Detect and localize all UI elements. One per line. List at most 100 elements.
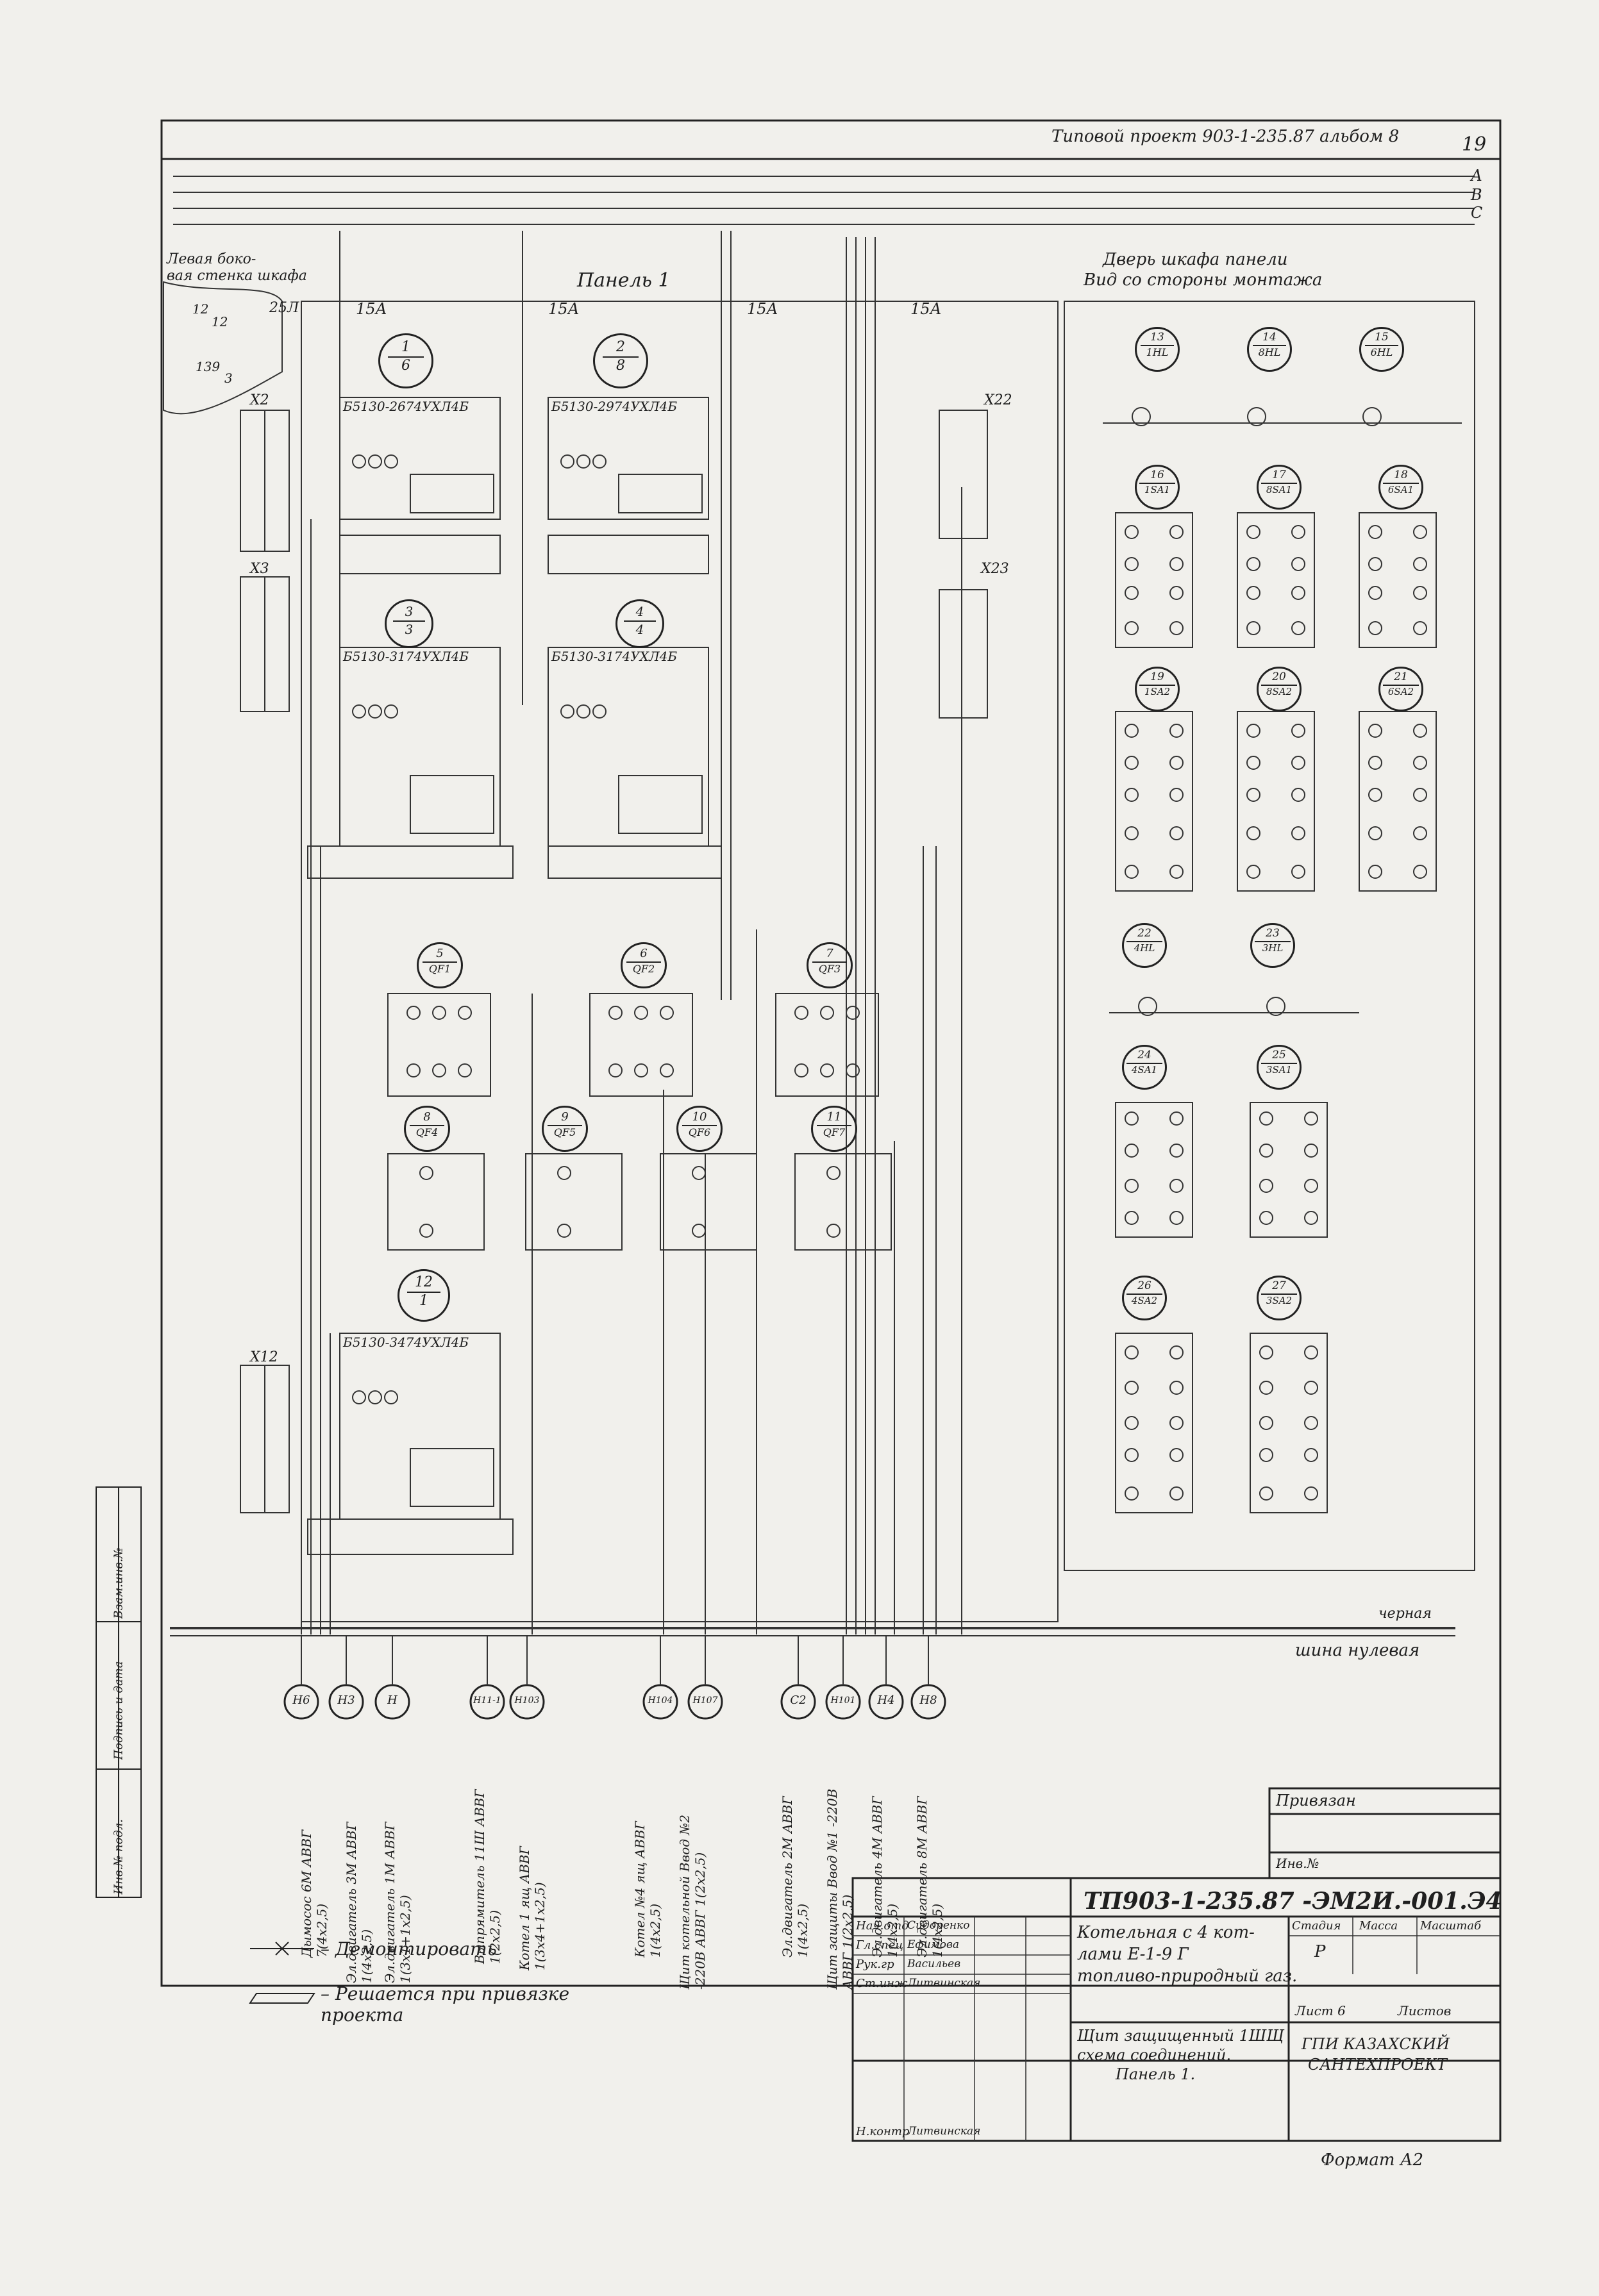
cable-tag-h4: Н4	[877, 1693, 895, 1707]
breaker-qf3-num: 7	[826, 947, 833, 960]
cable-desc-h101: Щит защиты Ввод №1 -220В АВВГ 1(2х2,5)	[825, 1788, 855, 1990]
project-title-2: лами Е-1-9 Г	[1077, 1945, 1189, 1964]
door-device-19-num: 19	[1150, 670, 1164, 683]
door-device-18-num: 18	[1394, 469, 1408, 481]
door-device-14: 14 8HL	[1247, 327, 1292, 372]
door-device-20-num: 20	[1272, 670, 1286, 683]
door-device-16-num: 16	[1150, 469, 1164, 481]
cable-desc-h103: Котел 1 ящ АВВГ 1(3х4+1х2,5)	[517, 1846, 548, 1970]
inv-label: Инв.№	[1276, 1856, 1319, 1871]
breaker-qf5-pos: QF5	[548, 1125, 582, 1138]
door-device-21: 21 6SA2	[1378, 667, 1423, 711]
panel-label: Панель 1	[577, 269, 671, 292]
block-4-num: 4	[635, 604, 644, 619]
door-device-26: 26 4SA2	[1122, 1276, 1167, 1320]
breaker-qf5: 9 QF5	[542, 1106, 588, 1152]
block-1-pos: 6	[388, 356, 424, 374]
cable-desc-h8: Эл.двигатель 8М АВВГ 1(4х2,5)	[914, 1796, 945, 1958]
cable-tag-h103: Н103	[514, 1695, 540, 1706]
cable-tag-h3: Н3	[337, 1693, 355, 1707]
block-4-type: Б5130-3174УХЛ4Б	[551, 649, 678, 664]
cable-tag-h6: Н6	[292, 1693, 310, 1707]
door-device-20-pos: 8SA2	[1261, 685, 1297, 697]
scale-head: Масштаб	[1420, 1919, 1482, 1933]
block-3-type: Б5130-3174УХЛ4Б	[343, 649, 469, 664]
name-1: Сидоренко	[907, 1919, 970, 1932]
breaker-qf6: 10 QF6	[676, 1106, 723, 1152]
block-4: 4 4	[615, 599, 664, 648]
left-door-label-2: 12	[212, 314, 228, 329]
door-device-26-num: 26	[1137, 1279, 1151, 1292]
org-line-1: ГПИ КАЗАХСКИЙ	[1302, 2035, 1450, 2053]
cable-section-4: 15А	[910, 300, 942, 318]
door-device-25: 25 3SA1	[1257, 1045, 1302, 1090]
breaker-qf4-pos: QF4	[410, 1125, 444, 1138]
door-device-27-num: 27	[1272, 1279, 1286, 1292]
door-device-26-pos: 4SA2	[1126, 1294, 1162, 1306]
cable-desc-h11: Выпрямитель 11Ш АВВГ 1(2х2,5)	[472, 1789, 503, 1964]
cable-desc-h4: Эл.двигатель 4М АВВГ 1(4х2,5)	[869, 1796, 900, 1958]
cable-tag-h: Н	[387, 1693, 398, 1707]
sheet-number: 19	[1462, 133, 1487, 156]
mass-head: Масса	[1359, 1919, 1398, 1933]
block-2: 2 8	[593, 333, 648, 388]
breaker-qf3-pos: QF3	[812, 961, 847, 975]
breaker-qf1: 5 QF1	[417, 942, 463, 988]
role-4: Ст.инж	[856, 1977, 908, 1990]
door-device-20: 20 8SA2	[1257, 667, 1302, 711]
side-stamp-replace: Взам.инв.№	[112, 1547, 126, 1619]
legend-binding: – Решается при привязке проекта	[321, 1983, 570, 2026]
bus-black-label: черная	[1378, 1606, 1432, 1622]
door-title-2: Вид со стороны монтажа	[1084, 270, 1323, 290]
door-device-24-num: 24	[1137, 1049, 1151, 1061]
sheet-title-1: Щит защищенный 1ШЩ	[1077, 2027, 1284, 2045]
block-1: 1 6	[378, 333, 433, 388]
sheet-title-2: схема соединений.	[1077, 2046, 1232, 2064]
cable-tag-c2: С2	[790, 1693, 807, 1707]
door-device-25-pos: 3SA1	[1261, 1063, 1297, 1076]
door-device-13-pos: 1HL	[1141, 345, 1174, 358]
side-stamp-inv: Инв.№ подл.	[112, 1818, 126, 1895]
cable-tag-h101: Н101	[830, 1695, 856, 1706]
door-title-1: Дверь шкафа панели	[1103, 250, 1288, 269]
cable-tag-h11: Н11-1	[473, 1695, 501, 1706]
legend-demolish: – Демонтировать	[321, 1938, 497, 1959]
door-device-13-num: 13	[1150, 331, 1164, 344]
breaker-qf3: 7 QF3	[807, 942, 853, 988]
door-device-22-pos: 4HL	[1126, 941, 1162, 954]
left-door-label-3: 25Л	[269, 300, 299, 316]
breaker-qf2-pos: QF2	[626, 961, 661, 975]
binding-label: Привязан	[1276, 1792, 1356, 1809]
breaker-qf7: 11 QF7	[811, 1106, 857, 1152]
cable-tag-h107: Н107	[692, 1695, 718, 1706]
door-device-18-pos: 6SA1	[1383, 483, 1419, 495]
left-door-label-5: 3	[224, 370, 233, 386]
project-title-3: топливо-природный газ.	[1077, 1967, 1298, 1986]
name-4: Литвинская	[907, 1977, 981, 1990]
cable-tag-h104: Н104	[648, 1695, 673, 1706]
bus-label-a: А	[1471, 167, 1483, 185]
door-device-15: 15 6HL	[1359, 327, 1404, 372]
block-3-num: 3	[405, 604, 414, 619]
doc-number: ТП903-1-235.87 -ЭМ2И.-001.Э4	[1084, 1888, 1502, 1915]
cable-desc-h107: Щит котельной Ввод №2 -220В АВВГ 1(2х2,5…	[677, 1815, 708, 1990]
left-door-title-2: вая стенка шкафа	[167, 268, 307, 284]
door-device-16: 16 1SA1	[1135, 465, 1180, 510]
door-device-16-pos: 1SA1	[1139, 483, 1175, 495]
block-2-type: Б5130-2974УХЛ4Б	[551, 399, 678, 414]
door-device-24: 24 4SA1	[1122, 1045, 1167, 1090]
door-device-22-num: 22	[1137, 927, 1151, 940]
door-device-15-num: 15	[1375, 331, 1389, 344]
terminal-x2-label: X2	[250, 392, 269, 408]
name-2: Ефимова	[907, 1938, 960, 1951]
left-door-label-1: 12	[192, 301, 209, 317]
door-device-27: 27 3SA2	[1257, 1276, 1302, 1320]
role-5: Н.контр	[856, 2125, 910, 2138]
door-device-23-pos: 3HL	[1255, 941, 1291, 954]
door-device-17-pos: 8SA1	[1261, 483, 1297, 495]
block-3: 3 3	[385, 599, 433, 648]
stage-value: Р	[1314, 1942, 1326, 1961]
breaker-qf4-num: 8	[423, 1110, 431, 1124]
breaker-qf7-num: 11	[826, 1110, 842, 1124]
